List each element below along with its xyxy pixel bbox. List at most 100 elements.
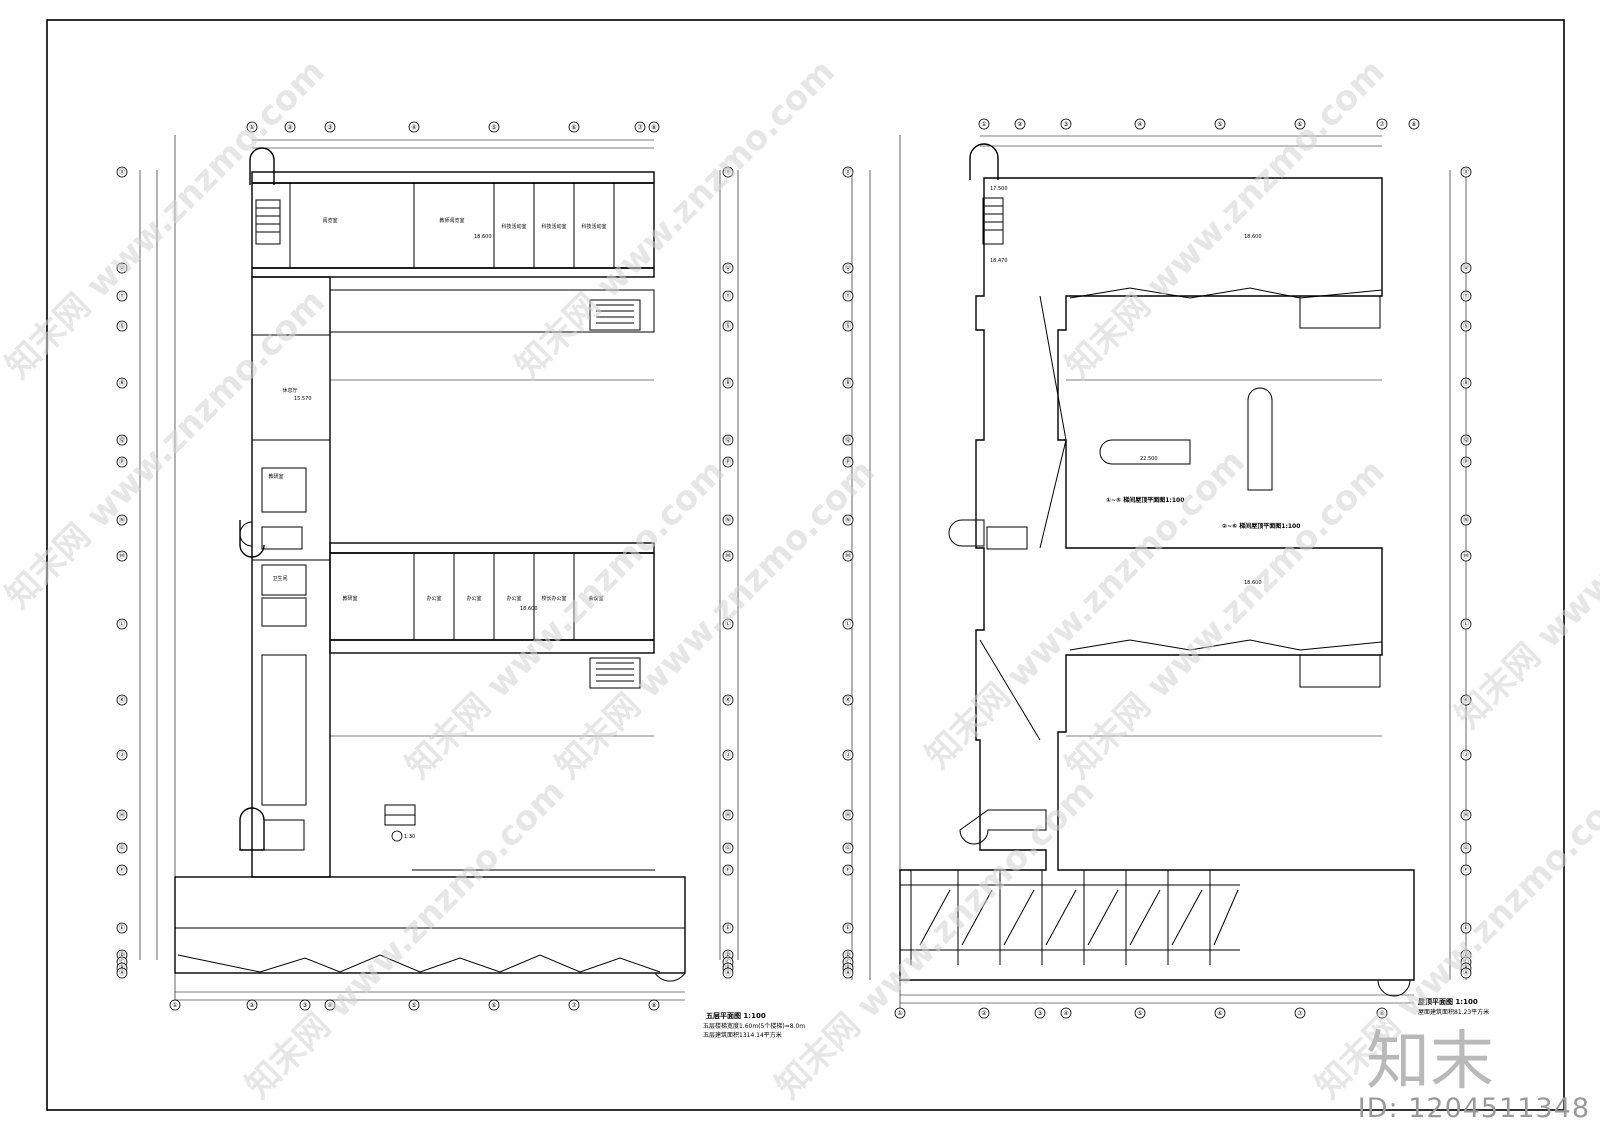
right-row-bubble-right bbox=[1460, 550, 1472, 562]
right-row-bubble-right-label: Ⓖ bbox=[1463, 844, 1469, 852]
right-row-bubble-right bbox=[1460, 377, 1472, 389]
roof-elevation-label: 18.470 bbox=[990, 258, 1008, 264]
left-row-bubble-right-label: Ⓠ bbox=[725, 436, 731, 444]
watermark-text: 知末网 www.znzmo.com bbox=[768, 772, 1103, 1107]
left-row-bubble bbox=[116, 967, 128, 979]
roof-elevation-label: 22.500 bbox=[1140, 456, 1158, 462]
right-row-bubble-right-label: Ⓜ bbox=[1463, 552, 1469, 560]
right-row-bubble-label: Ⓔ bbox=[845, 924, 851, 932]
right-col-bubble-bottom bbox=[1376, 1007, 1388, 1019]
left-col-bubble-bottom bbox=[408, 999, 420, 1011]
left-row-bubble-right-label: Ⓒ bbox=[725, 958, 731, 966]
left-row-bubble-right-label: Ⓕ bbox=[725, 866, 731, 874]
left-row-bubble-right-label: Ⓓ bbox=[725, 951, 731, 959]
left-col-bubble-bottom-label: ⑤ bbox=[411, 1002, 416, 1009]
right-col-bubble-bottom bbox=[1294, 1007, 1306, 1019]
right-row-bubble-right bbox=[1460, 922, 1472, 934]
elevation-label: 18.600 bbox=[474, 234, 492, 240]
right-col-bubble-bottom bbox=[894, 1007, 906, 1019]
right-col-bubble-bottom-label: ④ bbox=[1063, 1010, 1068, 1017]
right-row-bubble-right bbox=[1460, 842, 1472, 854]
left-col-bubble-top-label: ⑧ bbox=[651, 124, 656, 131]
roof-elevation-label: 18.600 bbox=[1244, 234, 1262, 240]
right-col-bubble-bottom-label: ③ bbox=[1037, 1010, 1042, 1017]
left-row-bubble-right-label: Ⓝ bbox=[725, 516, 731, 524]
right-col-bubble-top bbox=[1134, 118, 1146, 130]
left-row-bubble-label: Ⓕ bbox=[119, 866, 125, 874]
right-row-bubble-right bbox=[1460, 618, 1472, 630]
right-col-bubble-top-label: ③ bbox=[1063, 121, 1068, 128]
watermark-text: 知末网 www.znzmo.com bbox=[548, 452, 883, 787]
right-col-bubble-bottom bbox=[978, 1007, 990, 1019]
room-label: 办公室 bbox=[506, 595, 521, 602]
left-col-bubble-bottom bbox=[324, 999, 336, 1011]
right-row-bubble-right bbox=[1460, 809, 1472, 821]
room-label: 校长办公室 bbox=[541, 595, 566, 602]
elevation-label: 15.570 bbox=[294, 396, 312, 402]
left-row-bubble bbox=[116, 550, 128, 562]
right-row-bubble-right bbox=[1460, 320, 1472, 332]
left-row-bubble-right-label: Ⓗ bbox=[725, 811, 731, 819]
left-row-bubble-right bbox=[722, 749, 734, 761]
right-row-bubble-label: Ⓣ bbox=[845, 292, 851, 300]
detail-bubble bbox=[391, 830, 403, 842]
elevation-label: 18.600 bbox=[520, 606, 538, 612]
right-row-bubble-label: Ⓝ bbox=[845, 516, 851, 524]
right-col-bubble-bottom-label: ⑧ bbox=[1379, 1010, 1384, 1017]
right-row-bubble-right-label: Ⓗ bbox=[1463, 811, 1469, 819]
left-col-bubble-bottom-label: ⑦ bbox=[571, 1002, 577, 1009]
right-row-bubble-label: Ⓤ bbox=[845, 264, 851, 272]
left-row-bubble-label: Ⓜ bbox=[119, 552, 125, 560]
left-row-bubble-right-label: Ⓚ bbox=[725, 696, 731, 704]
right-row-bubble-right bbox=[1460, 967, 1472, 979]
room-label: 办公室 bbox=[466, 595, 481, 602]
right-row-bubble-label: Ⓛ bbox=[845, 620, 851, 628]
left-row-bubble bbox=[116, 456, 128, 468]
right-grid bbox=[851, 135, 1467, 1010]
right-row-bubble-right-label: Ⓛ bbox=[1463, 620, 1469, 628]
right-sub-title2: ②~⑥ 梯间屋顶平面图1:100 bbox=[1222, 522, 1300, 530]
left-col-bubble-bottom bbox=[648, 999, 660, 1011]
right-row-bubble bbox=[842, 967, 854, 979]
left-col-bubble-bottom-label: ⑧ bbox=[651, 1002, 656, 1009]
right-col-bubble-bottom bbox=[1034, 1007, 1046, 1019]
left-col-bubble-bottom-label: ④ bbox=[327, 1002, 332, 1009]
right-row-bubble-right bbox=[1460, 864, 1472, 876]
right-row-bubble bbox=[842, 864, 854, 876]
room-label: 科技活动室 bbox=[541, 223, 566, 230]
left-row-bubble-label: Ⓒ bbox=[119, 958, 125, 966]
right-sub-title1: ①~⑤ 梯间屋顶平面图1:100 bbox=[1106, 496, 1184, 504]
right-col-bubble-top-label: ⑤ bbox=[1217, 121, 1222, 128]
left-row-bubble bbox=[116, 514, 128, 526]
room-label: 教研室 bbox=[268, 473, 283, 480]
left-col-bubble-top-label: ⑦ bbox=[637, 124, 643, 131]
left-row-bubble bbox=[116, 320, 128, 332]
left-row-bubble-label: Ⓓ bbox=[119, 951, 125, 959]
right-col-bubble-top bbox=[978, 118, 990, 130]
left-col-bubble-top-label: ⑥ bbox=[571, 124, 576, 131]
left-col-bubble-top bbox=[634, 121, 646, 133]
right-col-bubble-top-label: ⑦ bbox=[1379, 121, 1385, 128]
left-row-bubble-right bbox=[722, 809, 734, 821]
left-col-bubble-bottom-label: ① bbox=[172, 1002, 177, 1009]
right-row-bubble bbox=[842, 166, 854, 178]
left-row-bubble-right-label: Ⓜ bbox=[725, 552, 731, 560]
right-row-bubble bbox=[842, 922, 854, 934]
right-col-bubble-top bbox=[1294, 118, 1306, 130]
left-row-bubble bbox=[116, 290, 128, 302]
right-row-bubble-right bbox=[1460, 456, 1472, 468]
right-row-bubble-label: Ⓥ bbox=[845, 168, 851, 176]
watermark-text: 知末网 www.znzmo.com bbox=[508, 52, 843, 387]
right-row-bubble-label: Ⓖ bbox=[845, 844, 851, 852]
right-row-bubble-right bbox=[1460, 166, 1472, 178]
right-col-bubble-top bbox=[1376, 118, 1388, 130]
left-row-bubble-right bbox=[722, 550, 734, 562]
right-row-bubble bbox=[842, 377, 854, 389]
right-col-bubble-top bbox=[1014, 118, 1026, 130]
left-row-bubble bbox=[116, 434, 128, 446]
left-row-bubble-label: Ⓢ bbox=[119, 322, 125, 330]
left-col-bubble-top bbox=[246, 121, 258, 133]
left-row-bubble bbox=[116, 749, 128, 761]
right-row-bubble-right-label: Ⓡ bbox=[1463, 379, 1469, 387]
